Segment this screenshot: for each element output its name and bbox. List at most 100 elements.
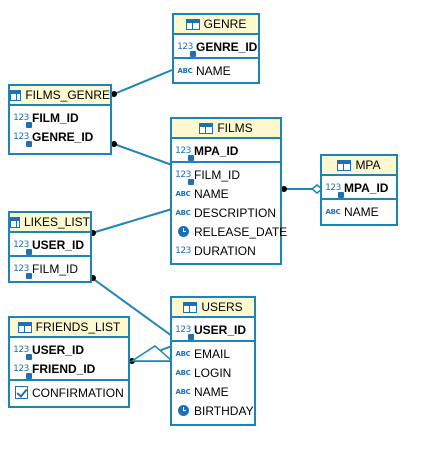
- checkbox-icon: [12, 386, 30, 399]
- column-name: USER_ID: [32, 342, 85, 357]
- rel-end-dot: [111, 141, 117, 147]
- numeric-key-icon: 123: [12, 364, 32, 379]
- column-name: NAME: [194, 186, 229, 201]
- rel-films-likes_list: [91, 208, 173, 234]
- numeric-key-icon: 123: [12, 132, 32, 147]
- table-icon: [185, 18, 200, 30]
- entity-header: FRIENDS_LIST: [10, 318, 128, 338]
- table-icon: [199, 122, 214, 134]
- numeric-key-icon: 123: [12, 264, 32, 279]
- text-icon: ABC: [175, 189, 191, 198]
- column-row[interactable]: RELEASE_DATE: [172, 222, 287, 241]
- table-icon: [337, 159, 352, 171]
- column-name: FILM_ID: [32, 261, 79, 276]
- entity-title: FRIENDS_LIST: [35, 320, 121, 334]
- column-name: EMAIL: [194, 346, 231, 361]
- numeric-key-icon: 123: [324, 183, 344, 198]
- rel-genre-films_genre: [113, 69, 173, 95]
- numeric-key-icon: 123: [12, 240, 32, 255]
- column-name: DESCRIPTION: [194, 205, 277, 220]
- rel-films-films_genre: [113, 143, 173, 166]
- column-name: NAME: [194, 384, 229, 399]
- column-section: CONFIRMATION: [10, 379, 128, 403]
- entity-header: MPA: [322, 156, 396, 176]
- entity-title: LIKES_LIST: [23, 215, 90, 229]
- column-row[interactable]: CONFIRMATION: [10, 383, 128, 402]
- rel-end-dot: [111, 91, 117, 97]
- entity-header: USERS: [172, 298, 254, 318]
- table-icon: [183, 301, 198, 313]
- numeric-key-icon: 123: [12, 113, 32, 128]
- text-icon: ABC: [175, 208, 191, 217]
- text-icon: ABC: [175, 349, 191, 358]
- entity-title: FILMS: [217, 121, 253, 135]
- entity-title: GENRE: [203, 17, 247, 31]
- column-name: USER_ID: [32, 237, 85, 252]
- numeric-key-icon: 123: [174, 170, 194, 185]
- rel-likes_list-users: [91, 277, 173, 337]
- numeric-key-icon: 123: [174, 325, 194, 340]
- column-name: MPA_ID: [344, 180, 389, 195]
- numeric-key-icon: 123: [174, 146, 194, 161]
- column-name: LOGIN: [194, 365, 232, 380]
- entity-title: MPA: [355, 158, 381, 172]
- column-name: USER_ID: [194, 322, 247, 337]
- column-name: GENRE_ID: [32, 129, 94, 144]
- entity-header: LIKES_LIST: [10, 213, 90, 233]
- column-name: FILM_ID: [194, 167, 241, 182]
- column-name: FRIEND_ID: [32, 361, 96, 376]
- column-name: BIRTHDAY: [194, 403, 254, 418]
- text-icon: ABC: [175, 368, 191, 377]
- column-name: GENRE_ID: [196, 39, 258, 54]
- column-row[interactable]: BIRTHDAY: [172, 401, 254, 420]
- table-icon: [17, 321, 32, 333]
- numeric-icon: 123: [175, 245, 191, 256]
- column-name: FILM_ID: [32, 110, 79, 125]
- text-icon: ABC: [175, 387, 191, 396]
- column-name: MPA_ID: [194, 143, 239, 158]
- entity-header: FILMS_GENRE: [10, 86, 110, 106]
- numeric-key-icon: 123: [176, 42, 196, 57]
- clock-icon: [174, 405, 192, 416]
- column-name: DURATION: [194, 243, 256, 258]
- rel-triangle: [129, 345, 174, 362]
- entity-header: FILMS: [172, 119, 280, 139]
- column-name: CONFIRMATION: [32, 385, 124, 400]
- text-icon: ABC: [177, 66, 193, 75]
- column-name: RELEASE_DATE: [194, 224, 288, 239]
